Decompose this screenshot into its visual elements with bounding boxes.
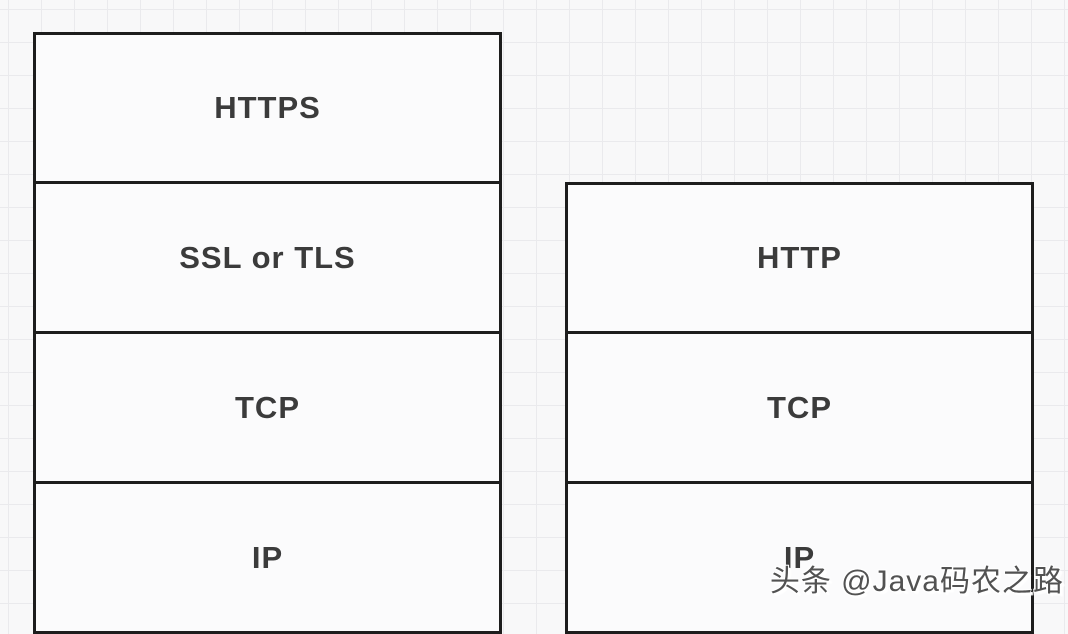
layer-http: HTTP bbox=[568, 185, 1031, 331]
layer-label-ip-right: IP bbox=[783, 539, 816, 575]
layer-label-ssl-tls: SSL or TLS bbox=[179, 239, 356, 275]
layer-ip-left: IP bbox=[36, 481, 499, 631]
layer-ip-right: IP bbox=[568, 481, 1031, 631]
layer-tcp-right: TCP bbox=[568, 331, 1031, 481]
layer-ssl-tls: SSL or TLS bbox=[36, 181, 499, 331]
watermark: 头条 @Java码农之路 bbox=[769, 565, 1064, 598]
layer-tcp-left: TCP bbox=[36, 331, 499, 481]
layer-label-https: HTTPS bbox=[214, 90, 321, 125]
layer-label-ip-left: IP bbox=[251, 539, 284, 575]
layer-https: HTTPS bbox=[36, 35, 499, 181]
layer-label-tcp-right: TCP bbox=[767, 389, 832, 425]
https-protocol-stack: HTTPS SSL or TLS TCP IP bbox=[33, 32, 502, 634]
layer-label-tcp-left: TCP bbox=[235, 389, 300, 425]
layer-label-http: HTTP bbox=[757, 240, 842, 275]
diagram-canvas: HTTPS SSL or TLS TCP IP HTTP TCP IP 头条 @… bbox=[33, 32, 1064, 634]
http-protocol-stack: HTTP TCP IP bbox=[565, 182, 1034, 634]
